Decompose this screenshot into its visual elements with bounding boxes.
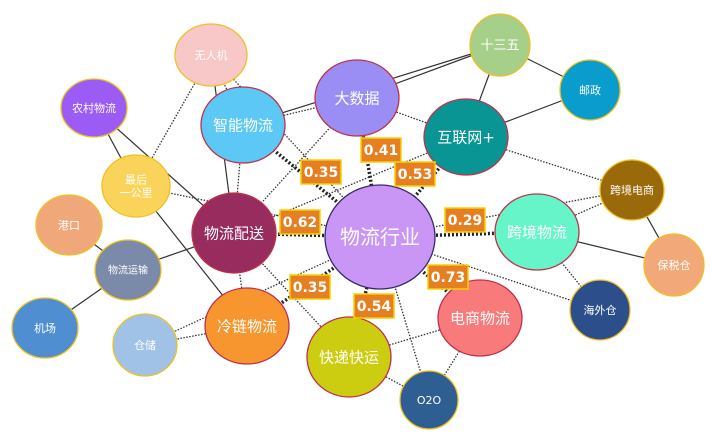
node-post[interactable]: 邮政 xyxy=(559,59,621,121)
node-circle xyxy=(200,86,286,164)
node-transport[interactable]: 物流运输 xyxy=(94,239,162,301)
node-hub[interactable]: 物流行业 xyxy=(324,184,436,290)
weight-label-box xyxy=(427,264,469,290)
edge-storage-coldchain xyxy=(144,325,248,346)
weight-value: 0.35 xyxy=(293,280,328,296)
node-label: 物流行业 xyxy=(340,225,420,249)
node-label: 邮政 xyxy=(579,83,601,97)
node-circle xyxy=(399,370,459,430)
node-internet[interactable]: 互联网+ xyxy=(423,98,509,176)
node-label: 无人机 xyxy=(195,48,228,62)
node-label: 电商物流 xyxy=(450,309,510,327)
node-delivery[interactable]: 物流配送 xyxy=(191,192,277,274)
edge-hub-overseas xyxy=(379,236,601,311)
edge-drone-hub xyxy=(210,54,381,238)
node-circle xyxy=(469,13,531,77)
node-airport[interactable]: 机场 xyxy=(11,297,79,359)
node-label: 物流配送 xyxy=(204,224,264,242)
node-label: 跨境电商 xyxy=(610,183,654,197)
weight-label-box xyxy=(289,274,331,300)
weight-label-box xyxy=(394,161,436,187)
weight-label: 0.29 xyxy=(444,207,486,233)
node-circle xyxy=(324,184,436,290)
node-circle xyxy=(569,279,631,341)
node-label: 农村物流 xyxy=(72,101,116,115)
node-circle xyxy=(494,193,580,271)
node-cbecom[interactable]: 跨境电商 xyxy=(599,159,665,221)
node-smart[interactable]: 智能物流 xyxy=(200,86,286,164)
node-label: 物流运输 xyxy=(108,264,148,277)
node-label: 大数据 xyxy=(334,89,379,107)
weight-label: 0.35 xyxy=(289,274,331,300)
node-lastmile[interactable]: 最后一公里 xyxy=(101,154,171,218)
weight-label: 0.62 xyxy=(279,209,321,235)
weight-label-box xyxy=(353,293,395,319)
node-rural[interactable]: 农村物流 xyxy=(60,78,128,138)
weight-value: 0.41 xyxy=(364,143,399,159)
node-bigdata[interactable]: 大数据 xyxy=(314,59,400,137)
weight-value: 0.73 xyxy=(431,270,466,286)
weight-value: 0.62 xyxy=(283,215,318,231)
node-circle xyxy=(101,154,171,218)
node-circle xyxy=(204,287,290,365)
weight-value: 0.29 xyxy=(448,213,483,229)
node-fiveyear[interactable]: 十三五 xyxy=(469,13,531,77)
node-label: 互联网+ xyxy=(437,128,495,146)
node-circle xyxy=(437,279,523,357)
node-label: 冷链物流 xyxy=(217,317,277,335)
node-label: 跨境物流 xyxy=(507,223,567,241)
node-express[interactable]: 快递快运 xyxy=(306,316,392,398)
node-circle xyxy=(174,23,248,87)
node-o2o[interactable]: O2O xyxy=(399,370,459,430)
node-circle xyxy=(191,192,277,274)
weight-label-box xyxy=(279,209,321,235)
node-label: 仓储 xyxy=(134,338,156,352)
node-circle xyxy=(112,313,178,377)
node-circle xyxy=(599,159,665,221)
node-coldchain[interactable]: 冷链物流 xyxy=(204,287,290,365)
node-circle xyxy=(35,194,103,256)
node-circle xyxy=(11,297,79,359)
node-overseas[interactable]: 海外仓 xyxy=(569,279,631,341)
node-label: 十三五 xyxy=(480,39,519,54)
weight-value: 0.53 xyxy=(398,167,433,183)
weight-value: 0.54 xyxy=(357,299,392,315)
node-circle xyxy=(306,316,392,398)
node-drone[interactable]: 无人机 xyxy=(174,23,248,87)
node-ecom[interactable]: 电商物流 xyxy=(437,279,523,357)
node-circle xyxy=(559,59,621,121)
node-label: 智能物流 xyxy=(213,116,273,134)
edge-crossborder-cbecom xyxy=(536,189,633,233)
weight-label: 0.41 xyxy=(360,137,402,163)
node-label: 海外仓 xyxy=(584,303,617,317)
node-port[interactable]: 港口 xyxy=(35,194,103,256)
node-circle xyxy=(60,78,128,138)
node-circle xyxy=(314,59,400,137)
weight-label-box xyxy=(300,159,342,185)
weight-label: 0.35 xyxy=(300,159,342,185)
weight-labels: 0.35 0.41 0.53 0.62 0.29 0.35 0.54 0.73 xyxy=(279,137,486,319)
node-bonded[interactable]: 保税仓 xyxy=(643,233,705,297)
weight-label: 0.53 xyxy=(394,161,436,187)
node-circle xyxy=(94,239,162,301)
weight-label: 0.54 xyxy=(353,293,395,319)
weight-label-box xyxy=(444,207,486,233)
node-label: 保税仓 xyxy=(658,258,691,272)
node-label: O2O xyxy=(417,394,442,407)
node-circle xyxy=(643,233,705,297)
node-label: 最后一公里 xyxy=(120,173,153,199)
node-storage[interactable]: 仓储 xyxy=(112,313,178,377)
node-label: 机场 xyxy=(34,321,56,335)
node-crossborder[interactable]: 跨境物流 xyxy=(494,193,580,271)
weight-value: 0.35 xyxy=(304,165,339,181)
node-label: 港口 xyxy=(58,219,80,232)
weight-label: 0.73 xyxy=(427,264,469,290)
weight-label-box xyxy=(360,137,402,163)
node-circle xyxy=(423,98,509,176)
node-label: 快递快运 xyxy=(319,348,379,366)
